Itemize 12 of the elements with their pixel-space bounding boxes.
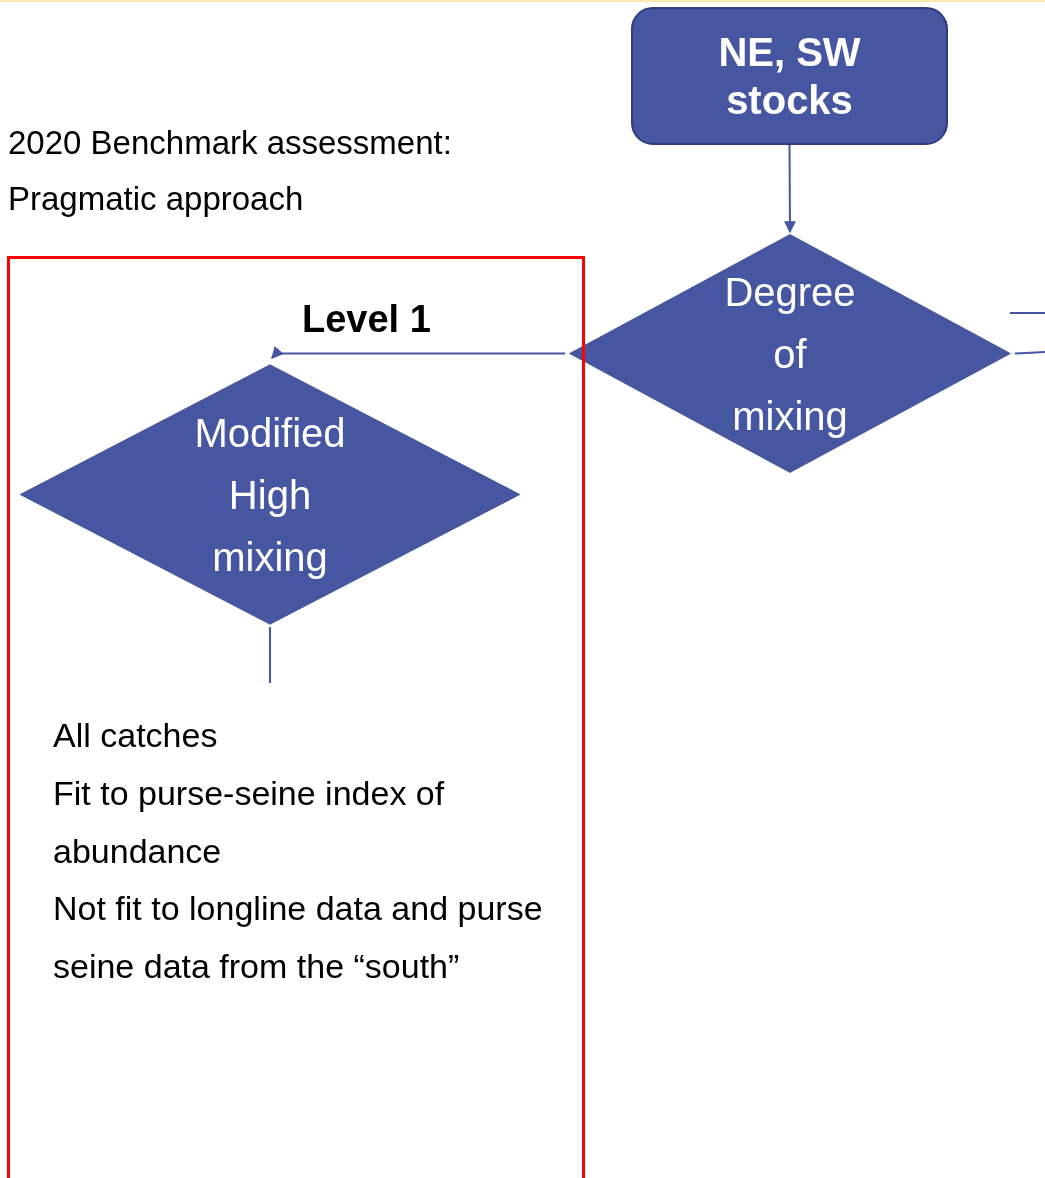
note-text: Not fit to longline data and purse seine data from the “south”	[53, 888, 544, 988]
title: 2020 Benchmark assessment: Pragmatic approach	[8, 123, 453, 220]
rounded-box: NE, SW stocks	[631, 7, 948, 145]
note-text: Fit to purse-seine index of abundance	[53, 772, 446, 872]
arrow	[271, 345, 566, 359]
arrow	[783, 144, 796, 234]
highlight-frame	[7, 256, 585, 1178]
diamond-label: Modified High mixing	[193, 409, 347, 581]
note-text: All catches	[53, 715, 219, 756]
connector-line	[1014, 351, 1045, 355]
connector-line	[269, 626, 271, 684]
diamond-label: Degree of mixing	[723, 268, 857, 440]
